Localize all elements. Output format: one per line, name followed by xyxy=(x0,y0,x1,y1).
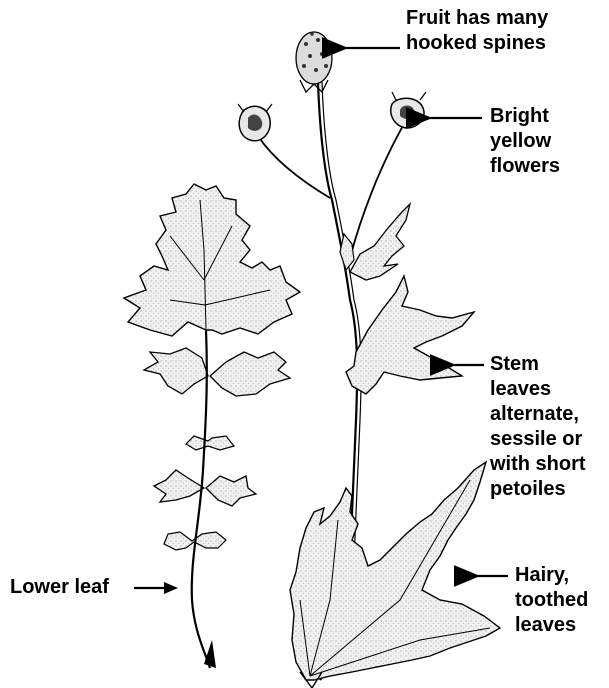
label-lower-leaf: Lower leaf xyxy=(10,575,109,600)
leaflet-pair-3-right xyxy=(206,476,256,506)
fruit-head xyxy=(296,32,332,92)
flower-stalk-left xyxy=(258,136,330,198)
label-flowers-line-1: Bright xyxy=(490,104,560,129)
label-hairy-leaves: Hairy, toothed leaves xyxy=(515,563,588,638)
label-stem-line-5: with short xyxy=(490,452,586,477)
label-hairy-line-3: leaves xyxy=(515,613,588,638)
label-fruit-line-1: Fruit has many xyxy=(406,6,548,31)
flower-left xyxy=(238,104,272,141)
bract-leaf-2 xyxy=(340,234,354,270)
bract-leaf-1 xyxy=(350,204,410,280)
basal-leaf xyxy=(290,462,500,680)
leaflet-pair-2 xyxy=(186,436,234,450)
label-flowers-line-3: flowers xyxy=(490,154,560,179)
label-lower-line-1: Lower leaf xyxy=(10,575,109,600)
label-flowers: Bright yellow flowers xyxy=(490,104,560,179)
flower-right xyxy=(391,92,426,128)
label-stem-line-3: alternate, xyxy=(490,402,586,427)
label-stem-leaves: Stem leaves alternate, sessile or with s… xyxy=(490,352,586,502)
label-stem-line-2: leaves xyxy=(490,377,586,402)
leaflet-pair-3-left xyxy=(154,470,204,502)
stem-leaf xyxy=(346,276,474,394)
label-hairy-line-1: Hairy, xyxy=(515,563,588,588)
label-fruit: Fruit has many hooked spines xyxy=(406,6,548,56)
leaflet-pair-1-right xyxy=(210,352,290,396)
label-stem-line-4: sessile or xyxy=(490,427,586,452)
label-stem-line-1: Stem xyxy=(490,352,586,377)
terminal-leaflet xyxy=(124,184,300,336)
label-flowers-line-2: yellow xyxy=(490,129,560,154)
label-hairy-line-2: toothed xyxy=(515,588,588,613)
label-fruit-line-2: hooked spines xyxy=(406,31,548,56)
label-stem-line-6: petoiles xyxy=(490,477,586,502)
lower-leaf-drawing xyxy=(124,184,300,668)
leaflet-pair-1-left xyxy=(144,348,208,394)
